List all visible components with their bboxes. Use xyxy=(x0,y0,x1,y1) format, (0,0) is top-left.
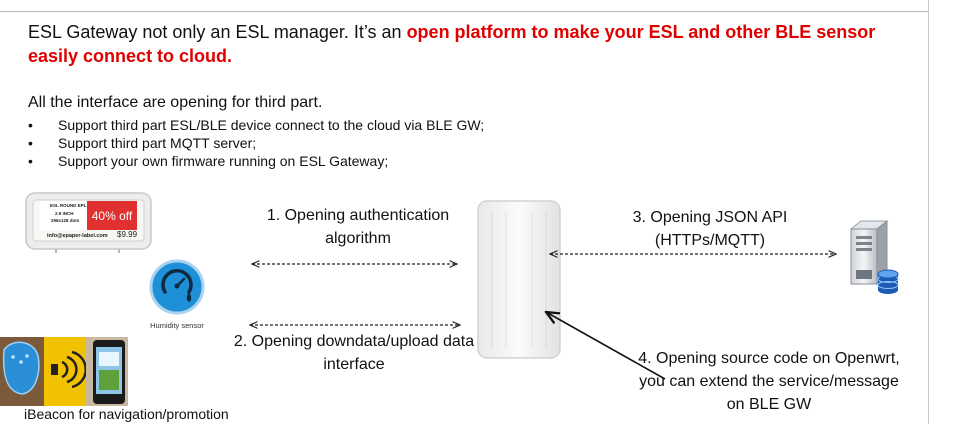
label-json-api: 3. Opening JSON API (HTTPs/MQTT) xyxy=(632,209,788,249)
esl-label-device: ESL ROUND EPL 2.9 INCH 296x128 dots 40% … xyxy=(25,192,152,253)
bullet-text: Support your own firmware running on ESL… xyxy=(58,153,389,169)
arrow-source-code xyxy=(546,312,666,380)
esl-url: info@epaper-label.com xyxy=(47,233,108,239)
intro-highlight: open platform to make your ESL and other… xyxy=(28,22,876,66)
subtitle: All the interface are opening for third … xyxy=(28,94,323,111)
esl-size: 2.9 INCH xyxy=(55,211,74,216)
bullet-dot: • xyxy=(28,153,33,169)
bullet-dot: • xyxy=(28,117,33,133)
gateway-device xyxy=(477,200,561,359)
intro-text: ESL Gateway not only an ESL manager. It’… xyxy=(28,20,928,68)
database-icon xyxy=(877,269,899,294)
bullet-item: • Support third part MQTT server; xyxy=(28,134,484,152)
esl-discount: 40% off xyxy=(92,209,133,223)
esl-header: ESL ROUND EPL xyxy=(50,203,87,208)
ibeacon-icon xyxy=(0,337,128,406)
ibeacon-caption: iBeacon for navigation/promotion xyxy=(24,406,229,422)
server-icon xyxy=(849,219,889,286)
bullet-item: • Support your own firmware running on ES… xyxy=(28,152,484,170)
bullet-dot: • xyxy=(28,135,33,151)
esl-dots: 296x128 dots xyxy=(51,218,80,223)
bullet-text: Support third part ESL/BLE device connec… xyxy=(58,117,485,133)
humidity-caption: Humidity sensor xyxy=(150,321,204,330)
esl-price: $9.99 xyxy=(117,230,138,239)
label-auth: 1. Opening authentication algorithm xyxy=(266,207,450,247)
bullet-list: • Support third part ESL/BLE device conne… xyxy=(28,116,484,170)
bullet-item: • Support third part ESL/BLE device conne… xyxy=(28,116,484,134)
bullet-text: Support third part MQTT server; xyxy=(58,135,257,151)
intro-plain: ESL Gateway not only an ESL manager. It’… xyxy=(28,22,407,42)
label-source-code: 4. Opening source code on Openwrt, you c… xyxy=(638,350,900,413)
humidity-sensor-icon xyxy=(147,259,207,319)
right-border xyxy=(928,0,929,424)
label-downdata: 2. Opening downdata/upload data interfac… xyxy=(233,333,475,373)
